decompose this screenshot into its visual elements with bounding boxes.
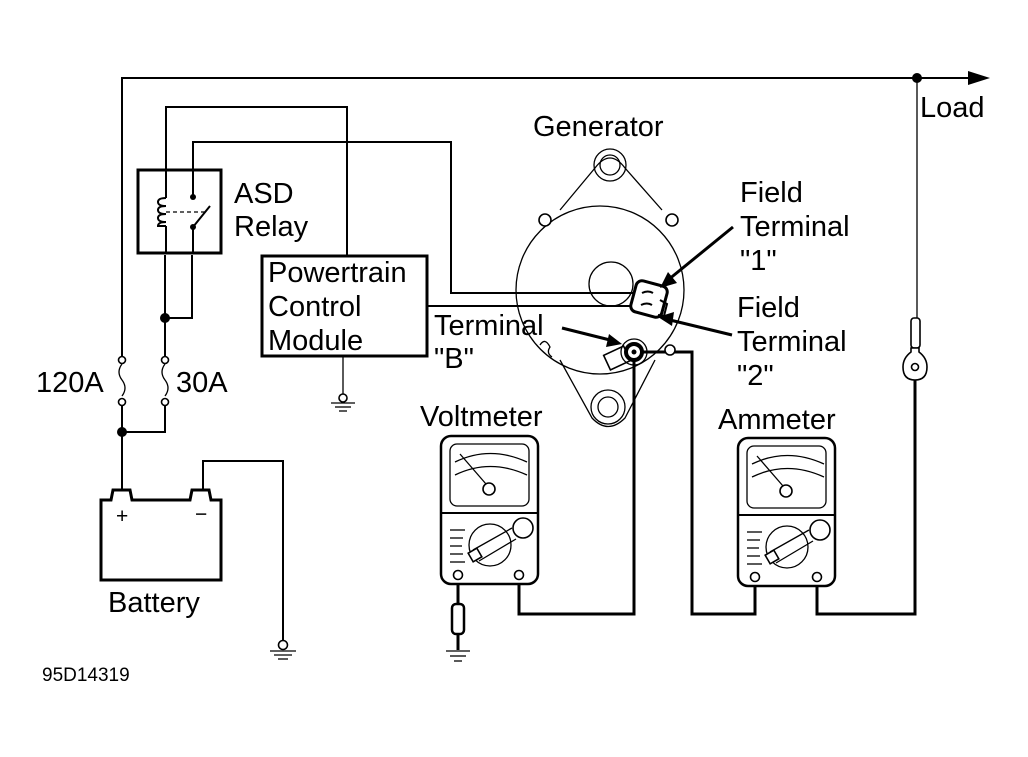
battery-negative-label: − xyxy=(195,503,207,526)
voltmeter-label: Voltmeter xyxy=(420,401,543,433)
generator-side-tab xyxy=(539,340,553,358)
generator: Generator xyxy=(515,111,685,428)
fuse-120a: 120A xyxy=(36,355,127,407)
wiring xyxy=(117,71,990,650)
ammeter-range-dial[interactable] xyxy=(765,525,809,569)
ammeter-adjust-knob[interactable] xyxy=(809,519,831,541)
powertrain-control-module: Powertrain Control Module xyxy=(260,254,429,358)
voltmeter-needle xyxy=(459,453,487,485)
asd-relay-label-line1: ASD xyxy=(234,178,294,210)
voltmeter-negative-jack[interactable] xyxy=(452,569,464,581)
terminal-b-callout: Terminal "B" xyxy=(434,310,622,375)
field-terminal-1-label-line2: Terminal xyxy=(740,211,850,243)
ammeter-positive-jack[interactable] xyxy=(811,571,823,583)
battery: + − Battery xyxy=(99,488,223,619)
voltmeter-dial-window xyxy=(449,443,530,507)
fuse-30a-label: 30A xyxy=(176,367,228,399)
wire-battery-negative xyxy=(202,460,284,640)
relay-switch-arm xyxy=(192,205,211,228)
terminal-b-arrow xyxy=(561,326,611,342)
voltmeter: Voltmeter xyxy=(420,401,543,586)
ammeter-body xyxy=(736,436,837,588)
terminal-b-label-line2: "B" xyxy=(434,343,474,375)
pcm-label-line1: Powertrain xyxy=(268,257,407,289)
field-terminal-1-callout: Field Terminal "1" xyxy=(660,177,850,288)
field-terminal-2-label-line3: "2" xyxy=(737,360,774,392)
wire-ammeter-to-load xyxy=(815,380,917,616)
wire-relay-to-field-1 xyxy=(192,141,640,294)
field-terminal-1-label-line3: "1" xyxy=(740,245,777,277)
field-connector-latch xyxy=(657,299,669,318)
relay-junction-dot xyxy=(160,313,170,323)
field-terminal-2-label-line2: Terminal xyxy=(737,326,847,358)
field-pin-2 xyxy=(640,302,653,306)
b-terminal-outer xyxy=(620,338,648,366)
ammeter-negative-jack[interactable] xyxy=(749,571,761,583)
pcm-box xyxy=(260,254,429,358)
asd-relay: ASD Relay xyxy=(136,168,309,255)
pcm-label-line2: Control xyxy=(268,291,362,323)
battery-label: Battery xyxy=(108,587,200,619)
ammeter-scale-1 xyxy=(751,454,825,465)
ammeter-scale-2 xyxy=(751,467,825,478)
generator-bottom-mount xyxy=(590,389,626,425)
fuse-120a-icon xyxy=(118,363,126,397)
wire-relay-coil-to-pcm xyxy=(165,106,348,258)
ammeter-dial-window xyxy=(746,445,827,509)
voltmeter-probe-icon xyxy=(450,602,466,636)
terminal-b-arrow-head-icon xyxy=(606,334,622,347)
voltmeter-range-dial[interactable] xyxy=(468,523,512,567)
voltmeter-scale-2 xyxy=(454,465,528,476)
generator-top-ear xyxy=(559,157,663,211)
wire-relay-switch-out xyxy=(165,255,193,319)
ammeter: Ammeter xyxy=(718,404,837,588)
terminal-b-label-line1: Terminal xyxy=(434,310,544,342)
field-pin-1 xyxy=(641,290,654,294)
field-terminal-1-arrow xyxy=(667,225,734,282)
field-terminal-2-callout: Field Terminal "2" xyxy=(658,292,847,392)
voltmeter-pivot xyxy=(482,482,496,496)
generator-housing xyxy=(515,205,685,375)
ammeter-label: Ammeter xyxy=(718,404,836,436)
generator-top-mount xyxy=(593,148,627,182)
wire-main-feed xyxy=(121,77,985,360)
wire-fuse-bottom xyxy=(121,405,166,433)
load-clamp-icon xyxy=(902,317,928,381)
fuse-30a: 30A xyxy=(160,355,228,407)
pcm-label-line3: Module xyxy=(268,325,363,357)
field-terminal-2-label-line1: Field xyxy=(737,292,800,324)
asd-relay-box xyxy=(136,168,223,255)
battery-icon xyxy=(99,488,223,582)
voltmeter-ground-icon xyxy=(446,650,470,662)
field-terminal-2-arrow xyxy=(669,318,733,337)
ammeter-needle xyxy=(756,455,784,487)
wire-b-to-voltmeter xyxy=(517,352,636,616)
voltmeter-positive-jack[interactable] xyxy=(513,569,525,581)
load-arrow-icon xyxy=(968,71,990,85)
relay-contact-top xyxy=(190,194,196,200)
field-terminal-2-arrow-head-icon xyxy=(658,312,674,326)
ammeter-pivot xyxy=(779,484,793,498)
generator-shaft xyxy=(588,261,634,307)
generator-label: Generator xyxy=(533,111,664,143)
voltmeter-adjust-knob[interactable] xyxy=(512,517,534,539)
field-terminal-1-label-line1: Field xyxy=(740,177,803,209)
battery-ground-icon xyxy=(270,639,296,660)
fuse-30a-icon xyxy=(161,363,169,397)
voltmeter-scale-1 xyxy=(454,452,528,463)
battery-positive-label: + xyxy=(116,505,128,528)
load-label: Load xyxy=(920,92,985,124)
figure-id: 95D14319 xyxy=(42,665,130,686)
generator-bottom-ear xyxy=(559,359,656,428)
relay-coil-icon xyxy=(156,197,167,227)
voltmeter-body xyxy=(439,434,540,586)
asd-relay-label-line2: Relay xyxy=(234,211,309,243)
fuse-120a-label: 120A xyxy=(36,367,104,399)
field-terminal-1-arrow-head-icon xyxy=(660,272,677,288)
pcm-ground-icon xyxy=(331,393,355,412)
